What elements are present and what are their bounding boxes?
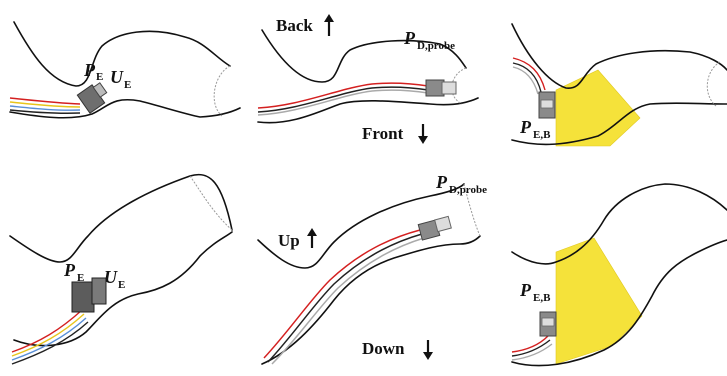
label-probe-position: P [435, 172, 448, 192]
label-position: P [83, 60, 96, 80]
label-orientation-subscript: E [124, 79, 131, 91]
label-position-subscript: E,B [533, 292, 551, 304]
label-position: P [519, 280, 532, 300]
label-direction-up: Up [278, 231, 300, 250]
panel-top-mid: Back P D,probe Front [258, 14, 478, 144]
panel-bottom-mid: Up P D,probe Down [258, 172, 487, 364]
catheter-wires [512, 336, 552, 360]
vessel-opening [214, 66, 230, 116]
label-orientation: U [104, 267, 118, 287]
label-direction-back: Back [276, 16, 313, 35]
highlight-region [556, 70, 640, 146]
label-position: P [63, 260, 76, 280]
label-position-subscript: E,B [533, 129, 551, 141]
panel-bottom-right: P E,B [512, 184, 727, 366]
label-probe-subscript: D,probe [449, 184, 487, 196]
arrow-up-icon [324, 14, 334, 36]
vessel-outline [10, 175, 232, 262]
label-position-subscript: E [96, 71, 103, 83]
panel-top-left: P E U E [10, 22, 240, 118]
catheter-wires [12, 310, 88, 364]
vessel-outline [512, 24, 727, 88]
ultrasound-probe [426, 80, 456, 96]
arrow-up-icon [307, 228, 317, 248]
ultrasound-probe [418, 216, 451, 240]
arrow-down-icon [423, 340, 433, 360]
label-probe-position: P [403, 28, 416, 48]
panel-top-right: P E,B [512, 24, 727, 146]
ultrasound-probe [540, 312, 556, 336]
vessel-outline [262, 30, 466, 82]
arrow-down-icon [418, 124, 428, 144]
label-direction-front: Front [362, 124, 404, 143]
label-orientation: U [110, 67, 124, 87]
vessel-outline [512, 184, 727, 264]
catheter-wires [513, 58, 545, 94]
label-position-subscript: E [77, 272, 84, 284]
label-direction-down: Down [362, 339, 405, 358]
catheter-wires [10, 98, 80, 113]
catheter-wires [258, 83, 428, 115]
label-probe-subscript: D,probe [417, 40, 455, 52]
label-orientation-subscript: E [118, 279, 125, 291]
panel-bottom-left: P E U E [10, 175, 232, 364]
ultrasound-probe [539, 92, 555, 118]
vessel-opening [707, 62, 720, 106]
label-position: P [519, 117, 532, 137]
